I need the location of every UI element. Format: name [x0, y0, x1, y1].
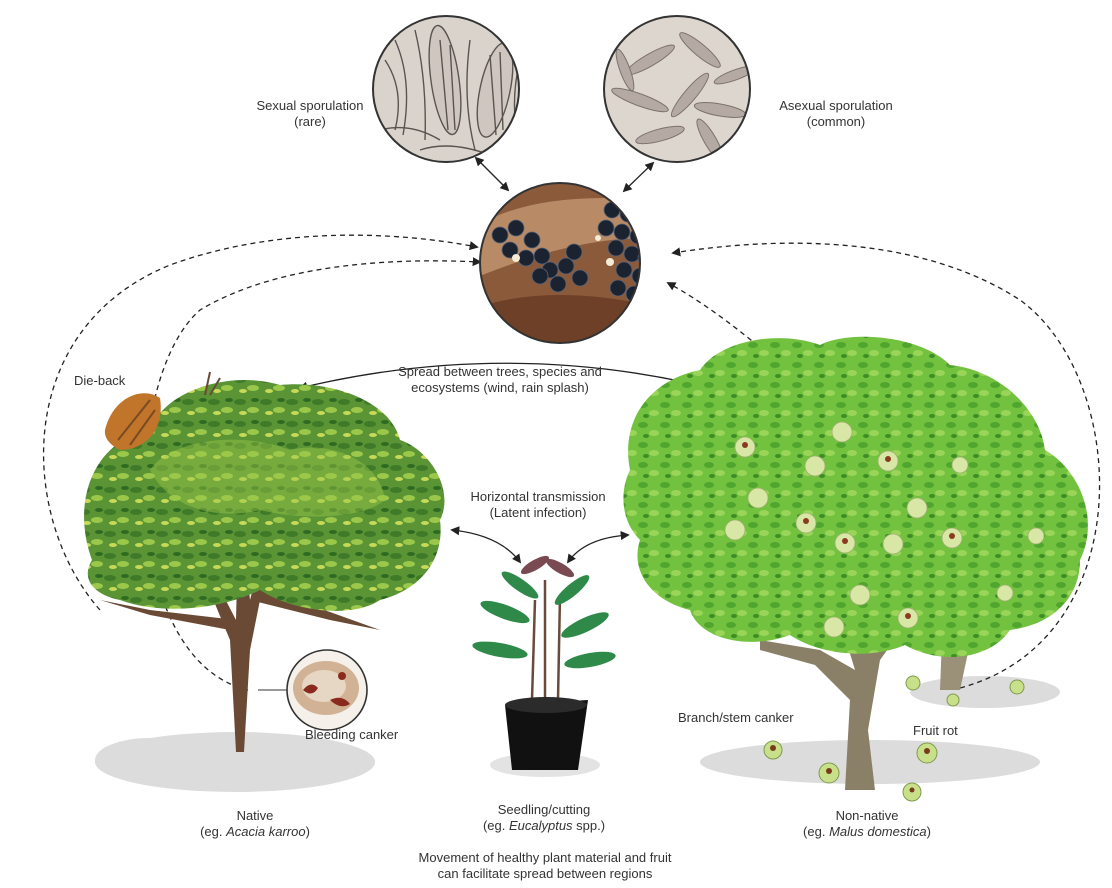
bleeding-canker-label: Bleeding canker	[305, 727, 398, 743]
horizontal-transmission-label: Horizontal transmission (Latent infectio…	[470, 489, 605, 521]
sexual-sporulation-micrograph	[373, 16, 520, 162]
regional-spread-caption: Movement of healthy plant material and f…	[419, 850, 672, 882]
sexual-sporulation-label: Sexual sporulation (rare)	[257, 98, 364, 130]
asexual-sporulation-label: Asexual sporulation (common)	[779, 98, 892, 130]
bleeding-canker-inset	[258, 650, 367, 730]
fruit-rot-label: Fruit rot	[913, 723, 958, 739]
native-tree-label: Native (eg. Acacia karroo)	[200, 808, 310, 840]
seedling-illustration	[471, 553, 617, 770]
branch-stem-canker-label: Branch/stem canker	[678, 710, 794, 726]
non-native-tree-label: Non-native (eg. Malus domestica)	[803, 808, 931, 840]
native-tree-illustration	[84, 372, 444, 752]
asexual-sporulation-micrograph	[604, 16, 757, 164]
ground-shadow-non-native	[700, 676, 1060, 784]
spread-between-trees-label: Spread between trees, species and ecosys…	[398, 364, 602, 396]
seedling-label: Seedling/cutting (eg. Eucalyptus spp.)	[483, 802, 605, 834]
die-back-label: Die-back	[74, 373, 125, 389]
fruiting-bodies-micrograph	[470, 183, 670, 360]
